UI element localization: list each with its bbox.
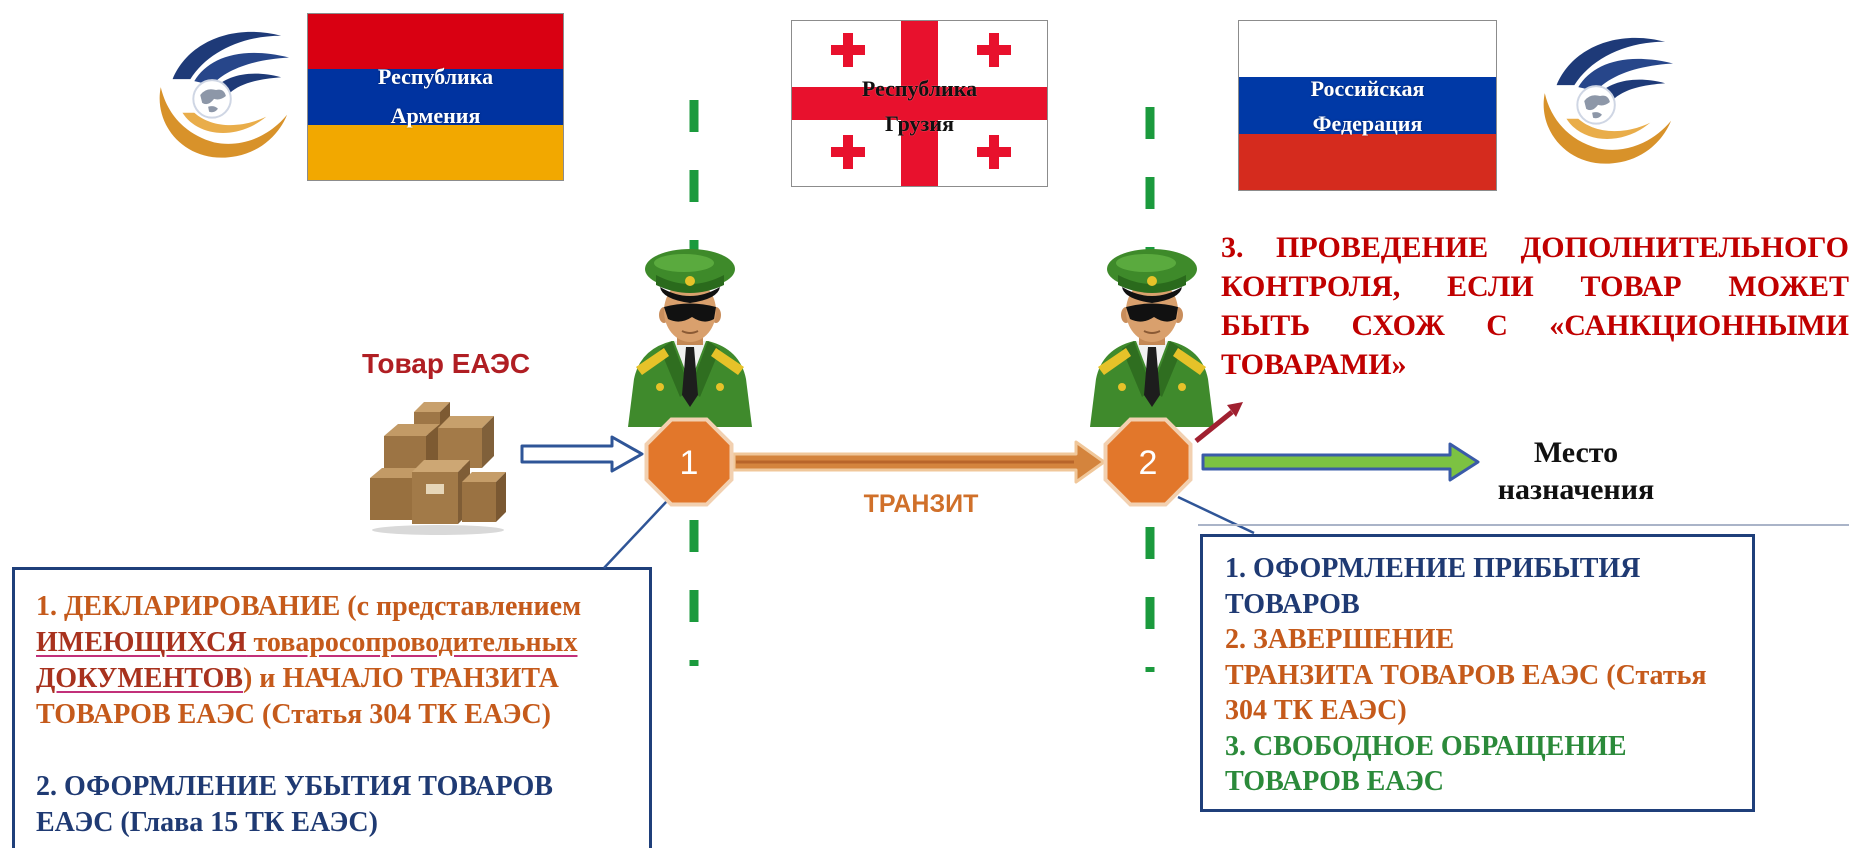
small-crosses <box>831 33 1011 169</box>
callout-line-arrival <box>1177 495 1255 535</box>
goods-label: Товар ЕАЭС <box>362 348 531 379</box>
box-spacer <box>36 733 639 769</box>
emphasis-text: ДОКУМЕНТОВ <box>36 663 243 694</box>
box-line: ЕАЭС (Глава 15 ТК ЕАЭС) <box>36 807 378 838</box>
box-line: 1. ДЕКЛАРИРОВАНИЕ (с представлением <box>36 591 582 622</box>
flag-label-line1: Российская <box>1310 76 1425 101</box>
box-line: ТРАНЗИТА ТОВАРОВ ЕАЭС (Статья <box>1225 659 1707 691</box>
emphasis-text: ИМЕЮЩИХСЯ <box>36 627 247 658</box>
checkpoint-1: 1 <box>644 417 734 507</box>
note-line: КОНТРОЛЯ, ЕСЛИ ТОВАР МОЖЕТ <box>1221 270 1849 303</box>
box-text: ) и НАЧАЛО ТРАНЗИТА <box>242 663 559 694</box>
checkpoint-octagon <box>1103 417 1193 507</box>
checkpoint-octagon <box>644 417 734 507</box>
flag-armenia: Республика Армения <box>308 14 563 180</box>
flag-label-line2: Грузия <box>885 111 954 136</box>
box-line: 3. СВОБОДНОЕ ОБРАЩЕНИЕ <box>1225 730 1627 762</box>
note-line: 3. ПРОВЕДЕНИЕ ДОПОЛНИТЕЛЬНОГО <box>1221 231 1849 264</box>
cardboard-boxes-icon <box>366 398 512 536</box>
departure-procedures-box: 1. ДЕКЛАРИРОВАНИЕ (с представлением ИМЕЮ… <box>12 567 652 848</box>
flag-stripe-white <box>1239 21 1496 78</box>
box-line: 1. ОФОРМЛЕНИЕ ПРИБЫТИЯ <box>1225 553 1641 584</box>
box-line: 2. ЗАВЕРШЕНИЕ <box>1225 624 1455 655</box>
box-line: 2. ОФОРМЛЕНИЕ УБЫТИЯ ТОВАРОВ <box>36 771 553 802</box>
transit-label: ТРАНЗИТ <box>863 490 979 518</box>
box-line: ТОВАРОВ ЕАЭС (Статья 304 ТК ЕАЭС) <box>36 699 551 730</box>
eaeu-emblem-icon <box>142 18 292 166</box>
destination-line1: Место <box>1533 436 1619 469</box>
box-line: 304 ТК ЕАЭС) <box>1225 695 1407 726</box>
checkpoint-number: 2 <box>1139 444 1158 482</box>
flag-stripe-red <box>308 14 563 70</box>
flag-georgia-crosses <box>792 21 1047 186</box>
destination-label: Место назначения <box>1490 434 1662 508</box>
arrival-procedures-box: 1. ОФОРМЛЕНИЕ ПРИБЫТИЯ ТОВАРОВ 2. ЗАВЕРШ… <box>1200 534 1755 812</box>
checkpoint-2: 2 <box>1103 417 1193 507</box>
transit-arrow <box>732 440 1106 484</box>
additional-control-arrowhead <box>1227 402 1243 417</box>
flag-stripe-orange <box>308 124 563 180</box>
box-text: товаросопроводительных <box>246 627 578 658</box>
checkpoint-number: 1 <box>680 444 699 482</box>
destination-arrow <box>1201 442 1480 482</box>
flag-label-line1: Республика <box>861 76 978 101</box>
flag-russia: Российская Федерация <box>1239 21 1496 190</box>
goods-entry-arrow <box>520 435 644 473</box>
flag-label-line2: Федерация <box>1312 111 1423 136</box>
note-line: ТОВАРАМИ» <box>1221 348 1407 381</box>
destination-line2: назначения <box>1497 473 1655 506</box>
flag-stripe-red <box>1239 133 1496 190</box>
flag-label-line1: Республика <box>377 64 494 89</box>
box-line: ТОВАРОВ <box>1225 588 1360 620</box>
flag-stripe-blue <box>308 69 563 125</box>
customs-officer-icon <box>1082 237 1222 427</box>
customs-officer-icon <box>620 237 760 427</box>
box-line: ИМЕЮЩИХСЯ товаросопроводительных <box>36 625 639 661</box>
flag-stripe-blue <box>1239 77 1496 134</box>
note-line: БЫТЬ СХОЖ С «САНКЦИОННЫМИ <box>1221 309 1849 342</box>
box-line: ДОКУМЕНТОВ) и НАЧАЛО ТРАНЗИТА <box>36 661 639 697</box>
additional-control-note: 3. ПРОВЕДЕНИЕ ДОПОЛНИТЕЛЬНОГО КОНТРОЛЯ, … <box>1221 228 1849 384</box>
eaeu-emblem-icon <box>1527 24 1675 172</box>
callout-line-departure <box>603 500 668 569</box>
flag-label-line2: Армения <box>390 103 481 128</box>
flag-georgia: Республика Грузия <box>792 21 1047 186</box>
box-line: ТОВАРОВ ЕАЭС <box>1225 766 1445 797</box>
